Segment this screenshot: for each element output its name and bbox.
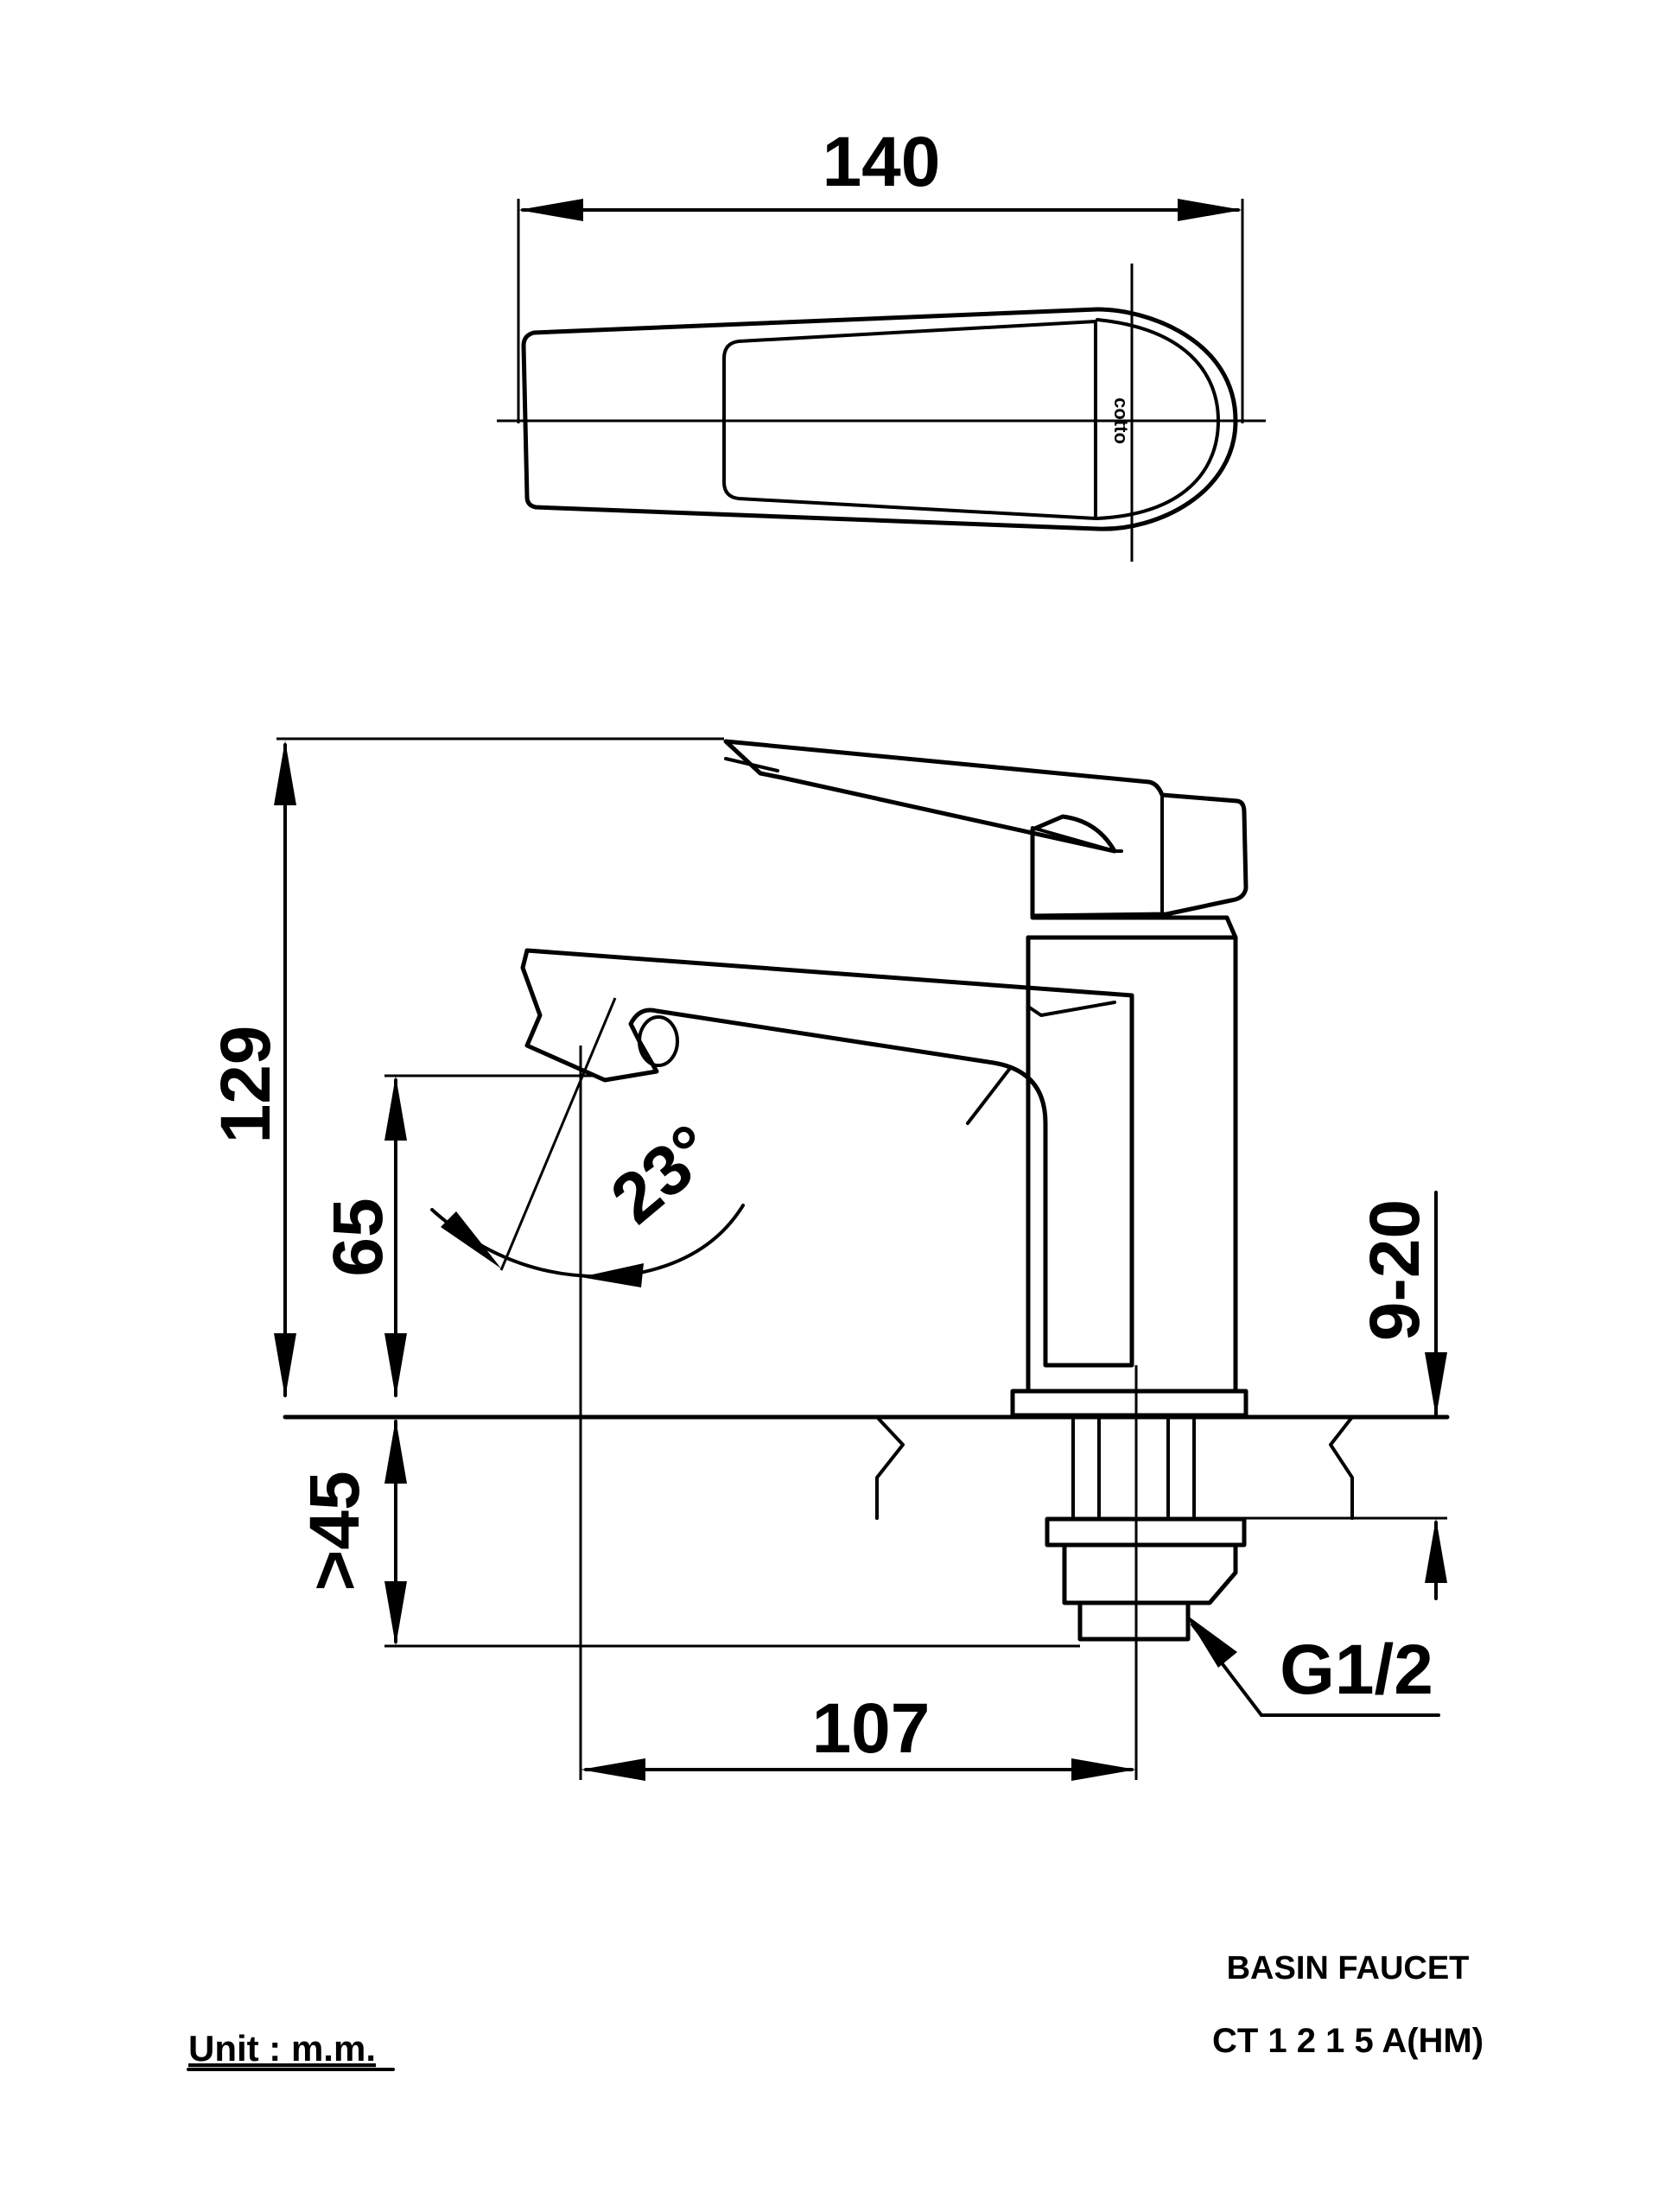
handle-top-outline <box>521 307 1238 531</box>
dim-107-line <box>581 1758 1136 1781</box>
dim-45-label: >45 <box>295 1471 374 1591</box>
dim-65-line <box>384 1076 407 1398</box>
product-model: CT 1 2 1 5 A(HM) <box>1212 2022 1484 2060</box>
dim-140-label: 140 <box>823 123 941 201</box>
dim-107-label: 107 <box>812 1689 931 1768</box>
dim-9-20-label: 9-20 <box>1356 1199 1434 1341</box>
brand-logo: cotto <box>1110 397 1132 444</box>
product-name: BASIN FAUCET <box>1227 1950 1470 1986</box>
counter-section <box>875 1415 1354 1520</box>
thread-label: G1/2 <box>1280 1630 1433 1709</box>
dim-129-line <box>274 741 296 1398</box>
thread-leader <box>1185 1614 1440 1717</box>
side-view: 129 65 >45 107 <box>206 737 1450 1781</box>
handle-side <box>723 739 1248 918</box>
spout <box>520 948 1134 1368</box>
dim-45-line <box>384 1419 407 1646</box>
handle-top-inner <box>722 320 1097 520</box>
dim-129-label: 129 <box>206 1026 285 1144</box>
dim-9-20-line <box>1425 1191 1447 1600</box>
dim-140-line <box>518 199 1242 221</box>
angle-23-label: 23° <box>597 1109 729 1238</box>
top-view: 140 cotto <box>497 123 1266 562</box>
faucet-body <box>1010 915 1248 1642</box>
dim-65-label: 65 <box>319 1198 397 1276</box>
unit-label: Unit : m.m. <box>188 2028 376 2069</box>
